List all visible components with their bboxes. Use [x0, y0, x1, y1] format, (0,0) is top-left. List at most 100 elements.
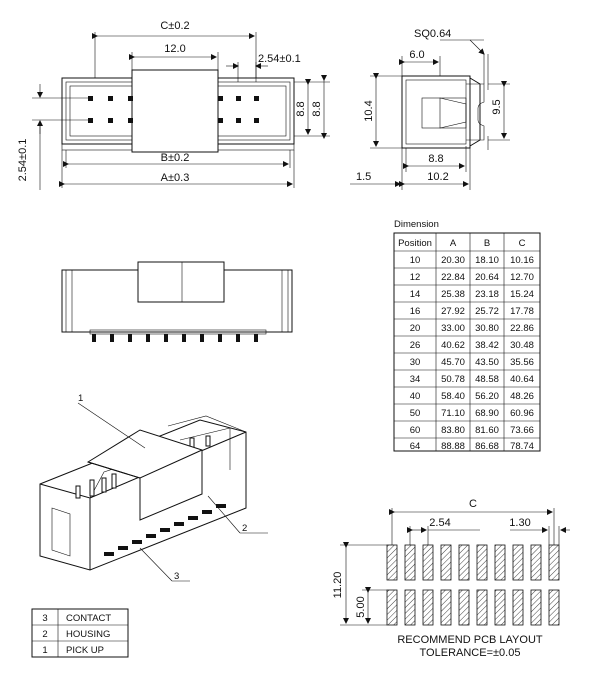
svg-text:60: 60 [410, 425, 421, 436]
dim-15-label: 1.5 [356, 171, 371, 183]
svg-text:43.50: 43.50 [475, 357, 499, 368]
front-contacts [92, 334, 258, 342]
dim-left-pitch-label: 2.54±0.1 [17, 139, 29, 182]
pcb-layout: C 2.54 1.30 11.20 5.00 RECOMMEND PCB LAY… [332, 498, 570, 659]
dim-pickup-label: 12.0 [164, 43, 185, 55]
callout-2: 2 [242, 523, 247, 534]
dim-pitch-label: 2.54±0.1 [258, 53, 301, 65]
svg-text:30: 30 [410, 357, 421, 368]
table-header: Position [398, 238, 432, 249]
svg-text:68.90: 68.90 [475, 408, 499, 419]
dim-h2-label: 8.8 [311, 101, 323, 116]
svg-text:26: 26 [410, 340, 421, 351]
dimension-table: Dimension Position A B C 10 20.30 18.10 … [393, 219, 541, 452]
iso-contacts-bottom [104, 504, 226, 556]
svg-text:20: 20 [410, 323, 421, 334]
pcb-caption: RECOMMEND PCB LAYOUT [397, 634, 543, 646]
dim-104-label: 10.4 [363, 100, 375, 121]
table-header: B [484, 238, 490, 249]
svg-text:25.38: 25.38 [441, 289, 465, 300]
svg-text:15.24: 15.24 [510, 289, 534, 300]
dim-95-label: 9.5 [491, 99, 503, 114]
svg-text:CONTACT: CONTACT [66, 613, 111, 624]
pcb-dim-c: C [469, 498, 477, 510]
svg-text:22.86: 22.86 [510, 323, 534, 334]
svg-text:81.60: 81.60 [475, 425, 499, 436]
svg-text:18.10: 18.10 [475, 255, 499, 266]
table-row: 60 83.80 81.60 73.66 [410, 425, 534, 436]
svg-text:35.56: 35.56 [510, 357, 534, 368]
pcb-dim-width: 1.30 [509, 517, 530, 529]
table-row: 40 58.40 56.20 48.26 [410, 391, 534, 402]
svg-text:73.66: 73.66 [510, 425, 534, 436]
svg-text:48.26: 48.26 [510, 391, 534, 402]
svg-text:48.58: 48.58 [475, 374, 499, 385]
side-housing-outline [401, 75, 471, 149]
table-row: 12 22.84 20.64 12.70 [410, 272, 534, 283]
top-pin-array [88, 96, 259, 123]
svg-text:56.20: 56.20 [475, 391, 499, 402]
parts-row: 2 HOUSING [42, 629, 110, 640]
top-pickup-cap [131, 69, 219, 153]
svg-text:30.48: 30.48 [510, 340, 534, 351]
dim-6-label: 6.0 [409, 49, 424, 61]
table-row: 16 27.92 25.72 17.78 [410, 306, 534, 317]
table-header: C [519, 238, 526, 249]
svg-text:45.70: 45.70 [441, 357, 465, 368]
svg-text:1: 1 [42, 645, 47, 656]
svg-text:88.88: 88.88 [441, 441, 465, 452]
parts-list: 3 CONTACT 2 HOUSING 1 PICK UP [31, 608, 129, 658]
isometric-view: 1 2 3 [39, 393, 268, 582]
parts-row: 1 PICK UP [42, 645, 104, 656]
svg-text:2: 2 [42, 629, 47, 640]
pcb-tolerance: TOLERANCE=±0.05 [420, 647, 521, 659]
callout-1: 1 [78, 393, 83, 404]
svg-text:64: 64 [410, 441, 421, 452]
svg-text:71.10: 71.10 [441, 408, 465, 419]
svg-text:78.74: 78.74 [510, 441, 534, 452]
pcb-dim-pad: 5.00 [355, 596, 367, 617]
table-row: 20 33.00 30.80 22.86 [410, 323, 534, 334]
table-header: A [450, 238, 457, 249]
table-row: 26 40.62 38.42 30.48 [410, 340, 534, 351]
table-row: 50 71.10 68.90 60.96 [410, 408, 534, 419]
svg-text:14: 14 [410, 289, 421, 300]
dim-c-label: C±0.2 [160, 20, 189, 32]
dim-b-label: B±0.2 [161, 152, 190, 164]
front-view [61, 261, 293, 342]
svg-text:34: 34 [410, 374, 421, 385]
svg-text:86.68: 86.68 [475, 441, 499, 452]
svg-text:40.62: 40.62 [441, 340, 465, 351]
svg-text:10.16: 10.16 [510, 255, 534, 266]
pcb-pads-bottom-row [386, 589, 560, 626]
svg-text:60.96: 60.96 [510, 408, 534, 419]
svg-text:38.42: 38.42 [475, 340, 499, 351]
table-title: Dimension [394, 219, 439, 230]
svg-text:23.18: 23.18 [475, 289, 499, 300]
dim-a-label: A±0.3 [161, 172, 190, 184]
svg-text:58.40: 58.40 [441, 391, 465, 402]
svg-text:20.64: 20.64 [475, 272, 499, 283]
svg-text:22.84: 22.84 [441, 272, 465, 283]
table-row: 30 45.70 43.50 35.56 [410, 357, 534, 368]
table-row: 64 88.88 86.68 78.74 [410, 441, 534, 452]
dim-102-label: 10.2 [427, 171, 448, 183]
svg-text:16: 16 [410, 306, 421, 317]
svg-text:33.00: 33.00 [441, 323, 465, 334]
table-row: 34 50.78 48.58 40.64 [410, 374, 534, 385]
table-row: 10 20.30 18.10 10.16 [410, 255, 534, 266]
svg-text:30.80: 30.80 [475, 323, 499, 334]
top-view: C±0.2 12.0 2.54±0.1 B±0.2 A±0.3 2.54±0.1 [17, 20, 330, 190]
svg-text:17.78: 17.78 [510, 306, 534, 317]
svg-text:10: 10 [410, 255, 421, 266]
svg-text:40.64: 40.64 [510, 374, 534, 385]
svg-text:83.80: 83.80 [441, 425, 465, 436]
svg-text:HOUSING: HOUSING [66, 629, 110, 640]
svg-text:PICK UP: PICK UP [66, 645, 104, 656]
callout-3: 3 [174, 571, 179, 582]
svg-text:50.78: 50.78 [441, 374, 465, 385]
side-view: SQ0.64 6.0 10.4 9.5 8.8 10.2 1.5 [350, 28, 510, 190]
parts-row: 3 CONTACT [42, 613, 111, 624]
dim-sq-label: SQ0.64 [414, 28, 451, 40]
